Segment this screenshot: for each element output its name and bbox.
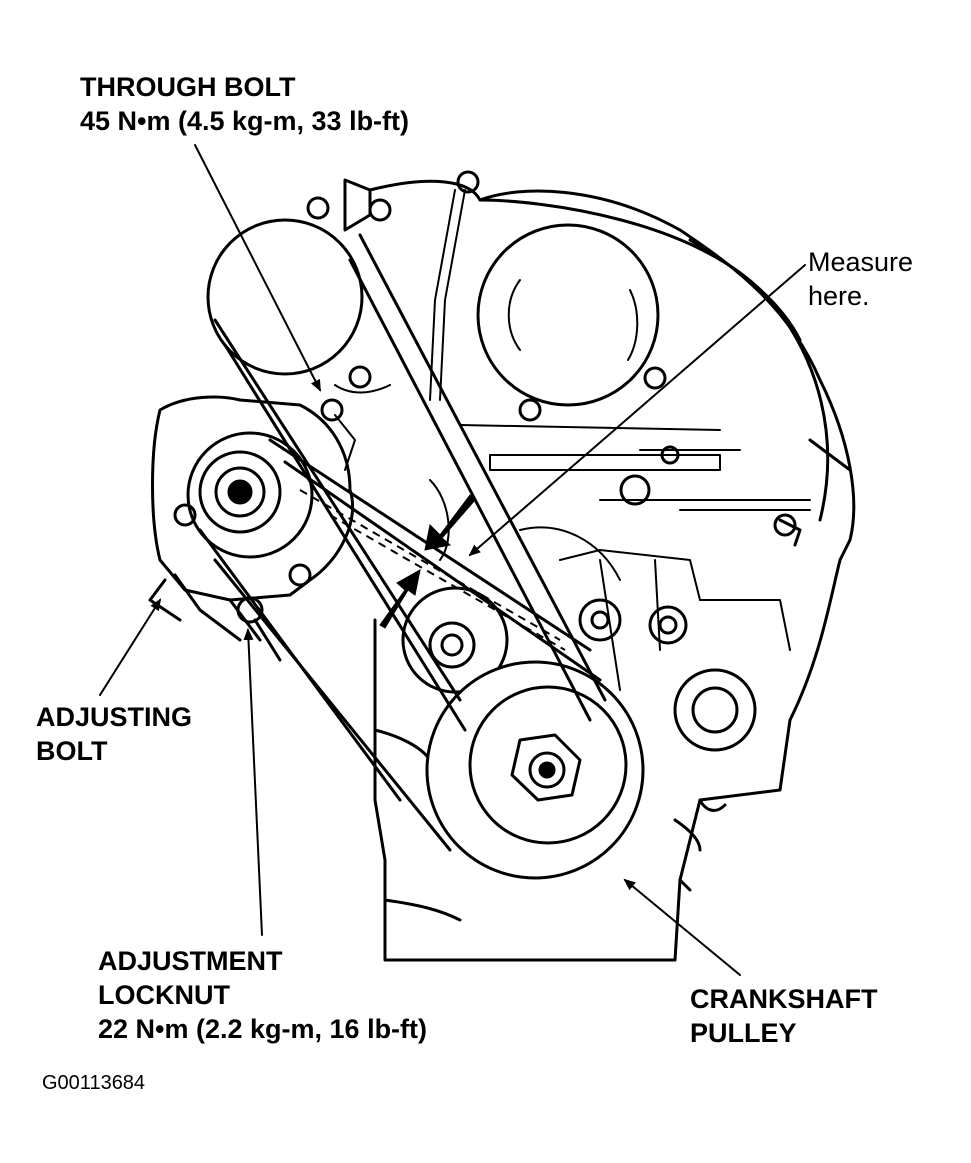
drive-belts — [198, 233, 607, 852]
adjusting-bolt-label: ADJUSTING BOLT — [36, 700, 192, 768]
crankshaft-pulley-shape — [425, 660, 645, 880]
adjusting-bolt-line1: ADJUSTING — [36, 702, 193, 732]
adjustment-locknut-torque: 22 N•m (2.2 kg-m, 16 lb-ft) — [98, 1014, 428, 1044]
measure-line1: Measure — [808, 247, 914, 277]
idler-pulley — [401, 586, 509, 694]
figure-id: G00113684 — [42, 1072, 146, 1094]
adjusting-bolt-line2: BOLT — [36, 736, 108, 766]
small-pulleys — [578, 445, 797, 752]
alternator — [206, 196, 392, 422]
adjustment-locknut-line2: LOCKNUT — [98, 980, 230, 1010]
through-bolt-torque: 45 N•m (4.5 kg-m, 33 lb-ft) — [80, 106, 410, 136]
crankshaft-pulley-line2: PULLEY — [690, 1018, 797, 1048]
deflection-arrows — [379, 494, 476, 629]
crankshaft-pulley-label: CRANKSHAFT PULLEY — [690, 982, 877, 1050]
distributor-housing — [476, 223, 667, 422]
measure-here-label: Measure here. — [808, 245, 913, 313]
measure-line2: here. — [808, 281, 870, 311]
adjustment-locknut-line1: ADJUSTMENT — [98, 946, 283, 976]
crankshaft-pulley-line1: CRANKSHAFT — [690, 984, 878, 1014]
pump-assembly — [148, 395, 356, 662]
engine-block-outline — [343, 170, 856, 962]
through-bolt-name: THROUGH BOLT — [80, 72, 296, 102]
through-bolt-label: THROUGH BOLT 45 N•m (4.5 kg-m, 33 lb-ft) — [80, 70, 409, 138]
adjustment-locknut-label: ADJUSTMENT LOCKNUT 22 N•m (2.2 kg-m, 16 … — [98, 944, 427, 1046]
leader-lines — [99, 144, 806, 976]
